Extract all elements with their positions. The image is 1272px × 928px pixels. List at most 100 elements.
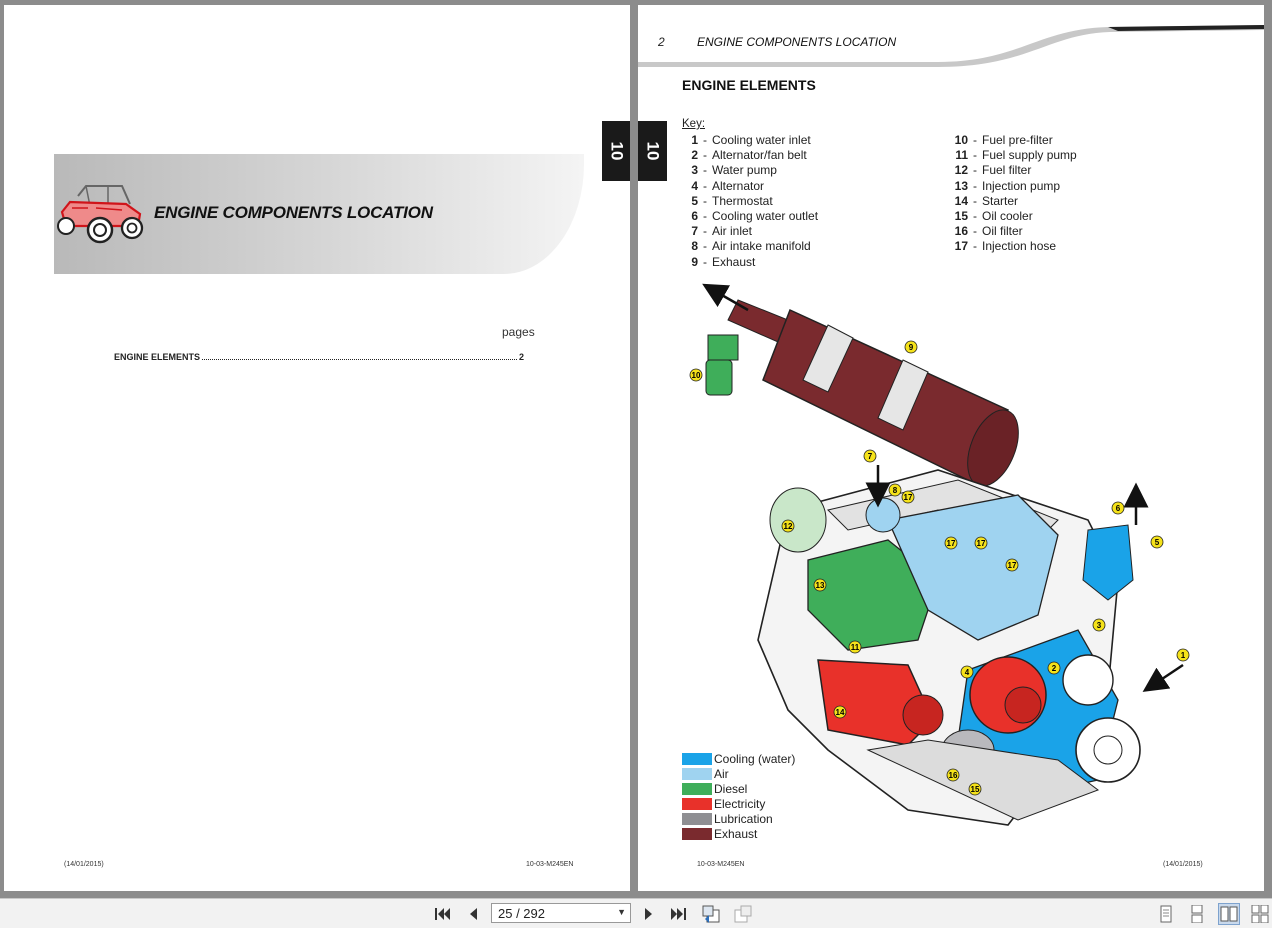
svg-text:9: 9: [909, 343, 914, 352]
legend-item: Exhaust: [682, 826, 795, 841]
continuous-view-button[interactable]: [1187, 904, 1207, 924]
key-list-left: 1-Cooling water inlet 2-Alternator/fan b…: [682, 133, 818, 270]
callout-badge: 7: [863, 449, 877, 463]
callout-badge: 11: [848, 640, 862, 654]
callout-badge: 17: [944, 536, 958, 550]
color-legend: Cooling (water) Air Diesel Electricity L…: [682, 751, 795, 841]
callout-badge: 16: [946, 768, 960, 782]
svg-text:2: 2: [1052, 664, 1057, 673]
svg-text:5: 5: [1155, 538, 1160, 547]
svg-text:1: 1: [1181, 651, 1186, 660]
toc-leader-dots: [202, 358, 517, 360]
go-forward-view-button[interactable]: [733, 904, 753, 924]
svg-text:10: 10: [692, 371, 701, 380]
chapter-banner: ENGINE COMPONENTS LOCATION: [54, 154, 584, 274]
chevron-down-icon[interactable]: ▼: [617, 907, 626, 917]
callout-badge: 12: [781, 519, 795, 533]
key-item: 1-Cooling water inlet: [691, 133, 811, 147]
next-page-button[interactable]: [639, 904, 659, 924]
left-page: ENGINE COMPONENTS LOCATION pages ENGINE …: [4, 5, 630, 891]
key-item: 16-Oil filter: [954, 224, 1023, 239]
chapter-tab-marker: 10: [638, 121, 667, 181]
footer-date: (14/01/2015): [64, 861, 104, 868]
key-item: 15-Oil cooler: [954, 209, 1033, 224]
svg-text:15: 15: [971, 785, 980, 794]
callout-badge: 17: [974, 536, 988, 550]
toc-entry-label: ENGINE ELEMENTS: [114, 352, 201, 362]
footer-doc-code: 10-03-M245EN: [526, 861, 574, 868]
callout-badge: 6: [1111, 501, 1125, 515]
svg-text:4: 4: [965, 668, 970, 677]
key-item: 17-Injection hose: [954, 239, 1057, 254]
chapter-title: ENGINE COMPONENTS LOCATION: [154, 203, 433, 222]
callout-badge: 8: [888, 483, 902, 497]
utility-vehicle-icon: [57, 185, 144, 244]
legend-item: Cooling (water): [682, 751, 795, 766]
key-item: 14-Starter: [954, 193, 1019, 208]
viewer-toolbar: 25 / 292 ▼: [0, 898, 1272, 928]
callout-badge: 5: [1150, 535, 1164, 549]
svg-text:6: 6: [1116, 504, 1121, 513]
forward-view-icon: [734, 905, 752, 923]
footer-date: (14/01/2015): [1163, 861, 1203, 868]
last-page-button[interactable]: [669, 904, 689, 924]
legend-swatch: [682, 827, 712, 840]
key-item: 3-Water pump: [691, 163, 777, 178]
key-item: 2-Alternator/fan belt: [691, 148, 807, 163]
legend-item: Diesel: [682, 781, 795, 796]
key-item: 8-Air intake manifold: [691, 239, 811, 254]
svg-text:8: 8: [893, 486, 898, 495]
svg-text:7: 7: [868, 452, 873, 461]
previous-page-button[interactable]: [463, 904, 483, 924]
legend-item: Air: [682, 766, 795, 781]
callout-badge: 1: [1176, 648, 1190, 662]
svg-text:17: 17: [977, 539, 986, 548]
callout-badge: 4: [960, 665, 974, 679]
callout-badge: 2: [1047, 661, 1061, 675]
next-page-icon: [645, 908, 652, 920]
back-view-icon: [702, 905, 720, 923]
key-item: 9-Exhaust: [691, 254, 756, 269]
svg-text:17: 17: [1008, 561, 1017, 570]
key-list-right: 10-Fuel pre-filter 11-Fuel supply pump 1…: [938, 133, 1077, 255]
legend-item: Electricity: [682, 796, 795, 811]
go-back-view-button[interactable]: [701, 904, 721, 924]
toc-pages-label: pages: [502, 325, 535, 339]
callout-badge: 10: [689, 368, 703, 382]
legend-swatch: [682, 767, 712, 780]
right-page: 10 2 ENGINE COMPONENTS LOCATION ENGINE E…: [638, 5, 1264, 891]
two-page-continuous-view-button[interactable]: [1250, 904, 1270, 924]
key-item: 10-Fuel pre-filter: [954, 133, 1053, 147]
svg-text:13: 13: [816, 581, 825, 590]
section-title: ENGINE ELEMENTS: [682, 77, 816, 93]
key-item: 6-Cooling water outlet: [691, 209, 819, 224]
toc-entry-page: 2: [518, 352, 524, 362]
header-title: ENGINE COMPONENTS LOCATION: [697, 35, 897, 49]
svg-text:14: 14: [836, 708, 845, 717]
two-page-icon: [1220, 906, 1238, 922]
callout-badge: 13: [813, 578, 827, 592]
page-number-field[interactable]: 25 / 292 ▼: [491, 903, 631, 923]
svg-text:17: 17: [904, 493, 913, 502]
first-page-button[interactable]: [432, 904, 452, 924]
legend-swatch: [682, 752, 712, 765]
legend-item: Lubrication: [682, 811, 795, 826]
svg-text:17: 17: [947, 539, 956, 548]
key-item: 5-Thermostat: [691, 193, 773, 208]
svg-text:3: 3: [1097, 621, 1102, 630]
single-page-icon: [1160, 905, 1172, 923]
two-page-view-button[interactable]: [1218, 903, 1240, 925]
engine-illustration: 1 2 3 4 5 6 7 8 9 10 11 12 13 14 15 16 1…: [689, 283, 1190, 826]
previous-page-icon: [470, 908, 477, 920]
single-page-view-button[interactable]: [1156, 904, 1176, 924]
first-page-icon: [435, 908, 450, 920]
legend-swatch: [682, 812, 712, 825]
header-swoosh: [638, 25, 1264, 67]
chapter-tab-marker: 10: [602, 121, 630, 181]
svg-text:11: 11: [851, 643, 860, 652]
toc-entry[interactable]: ENGINE ELEMENTS 2: [114, 352, 524, 362]
footer-doc-code: 10-03-M245EN: [697, 861, 745, 868]
legend-swatch: [682, 797, 712, 810]
callout-badge: 14: [833, 705, 847, 719]
svg-text:12: 12: [784, 522, 793, 531]
